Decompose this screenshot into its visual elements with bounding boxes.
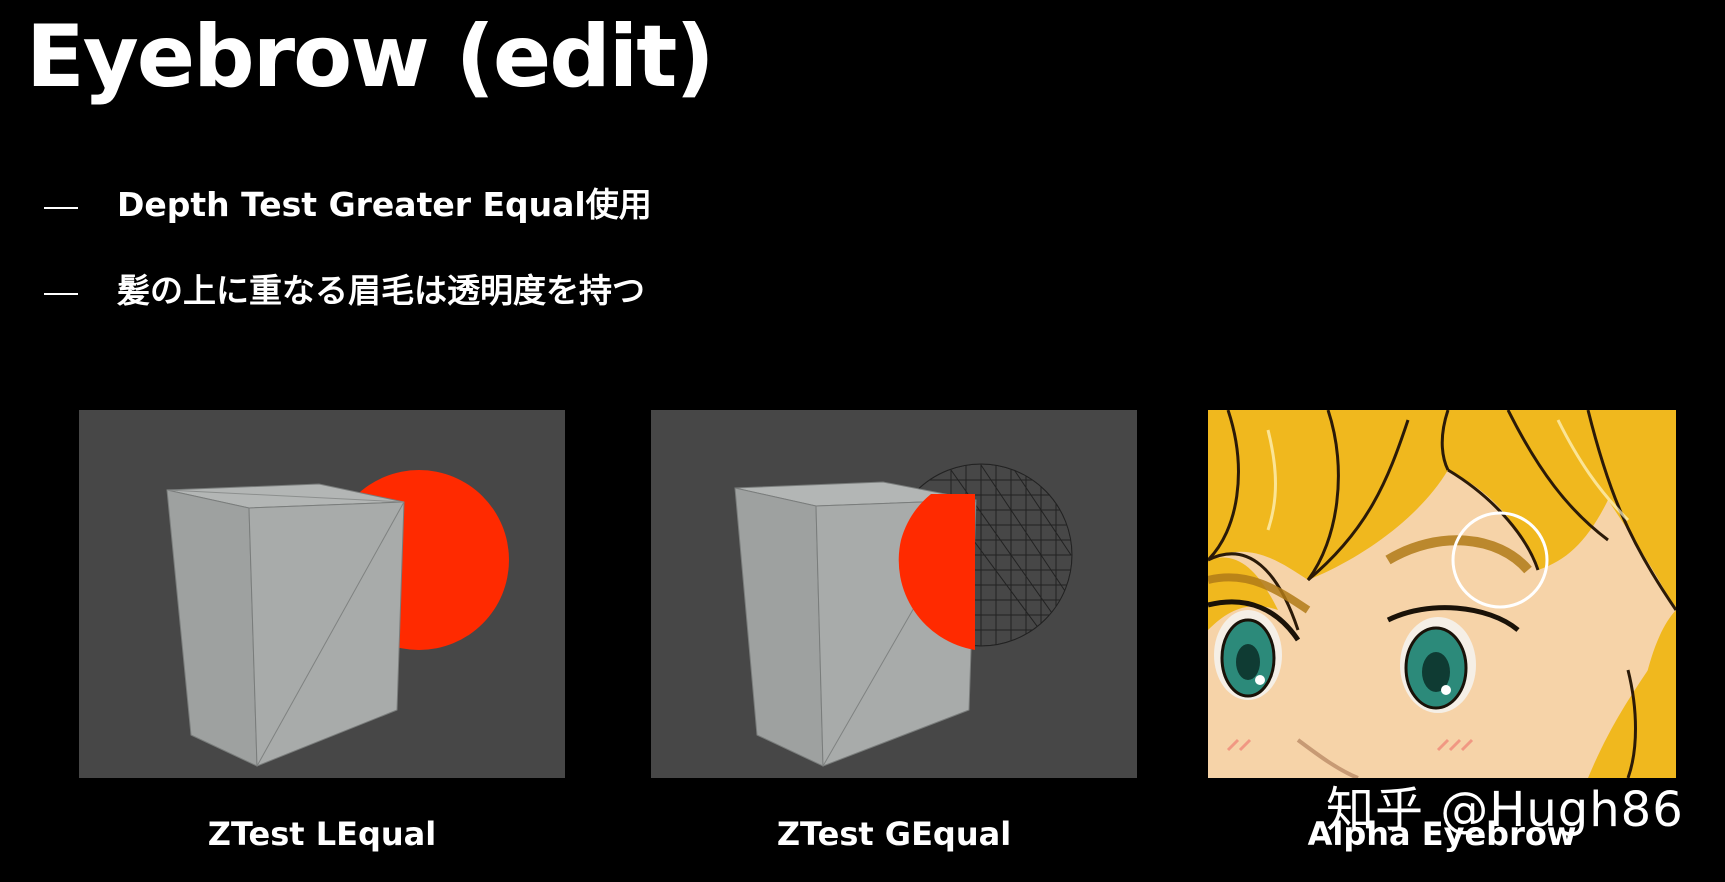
ztest-gequal-viewport xyxy=(651,410,1137,778)
watermark-text: 知乎 @Hugh86 xyxy=(1326,782,1684,838)
cube-sphere-gequal-image xyxy=(651,410,1137,778)
slide-title: Eyebrow (edit) xyxy=(26,7,715,107)
panel-caption-alpha: Alpha Eyebrow xyxy=(1307,815,1577,853)
bullet-text: Depth Test Greater Equal使用 xyxy=(117,185,652,224)
ztest-lequal-viewport xyxy=(79,410,565,778)
alpha-eyebrow-illustration xyxy=(1208,410,1676,778)
anime-face-image xyxy=(1208,410,1676,778)
bullet-text: 髪の上に重なる眉毛は透明度を持つ xyxy=(117,271,645,310)
panel-caption-gequal: ZTest GEqual xyxy=(776,815,1012,853)
cube-sphere-lequal-image xyxy=(79,410,565,778)
panel-caption-lequal: ZTest LEqual xyxy=(207,815,437,853)
